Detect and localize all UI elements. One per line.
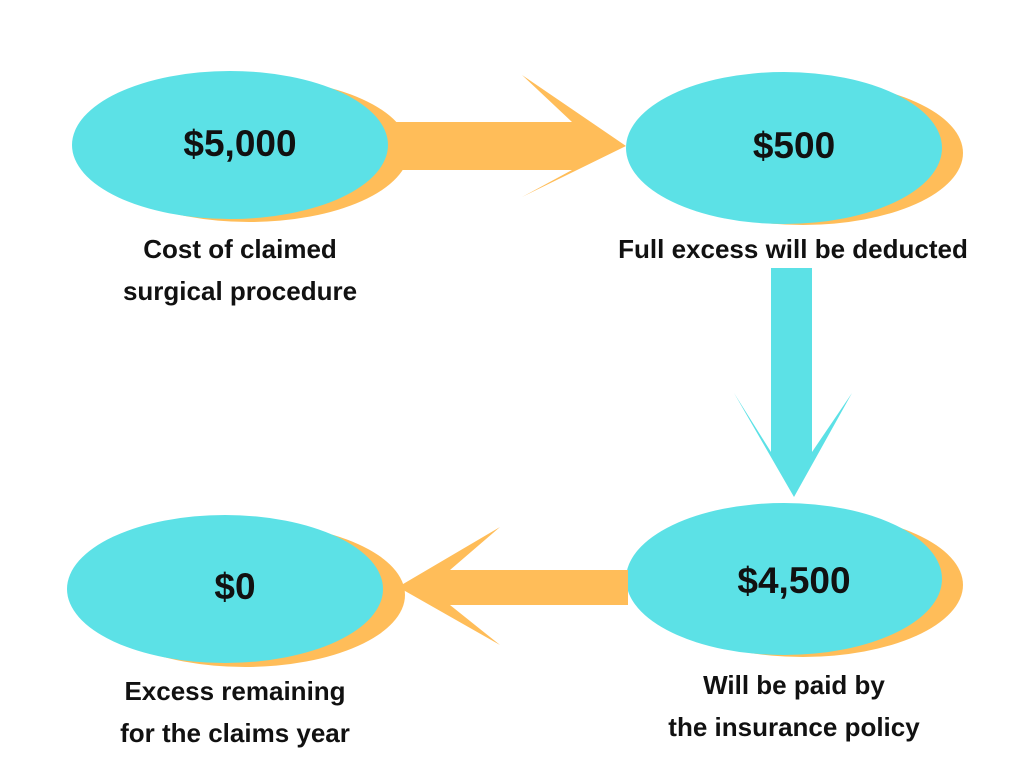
arrow-paid-to-remaining xyxy=(398,527,628,645)
node-remaining-caption-line2: for the claims year xyxy=(120,718,350,748)
node-remaining-caption: Excess remaining for the claims year xyxy=(75,670,395,754)
node-remaining-ellipse xyxy=(67,515,383,663)
node-excess-caption: Full excess will be deducted xyxy=(593,228,993,270)
node-paid-caption-line1: Will be paid by xyxy=(703,670,885,700)
node-remaining-amount: $0 xyxy=(214,566,256,607)
node-cost-amount: $5,000 xyxy=(183,123,297,164)
node-paid-caption: Will be paid by the insurance policy xyxy=(634,664,954,748)
node-cost-caption-line1: Cost of claimed xyxy=(143,234,337,264)
node-excess-amount: $500 xyxy=(752,125,836,166)
node-paid-caption-line2: the insurance policy xyxy=(668,712,920,742)
node-excess-caption-line1: Full excess will be deducted xyxy=(618,234,968,264)
node-paid-ellipse xyxy=(626,503,942,655)
node-excess-ellipse xyxy=(626,72,942,224)
arrow-cost-to-excess xyxy=(392,75,626,197)
node-paid xyxy=(626,503,963,657)
node-cost-caption: Cost of claimed surgical procedure xyxy=(80,228,400,312)
node-remaining xyxy=(67,515,405,667)
node-cost-ellipse xyxy=(72,71,388,219)
node-excess xyxy=(626,72,963,225)
node-paid-amount: $4,500 xyxy=(737,560,851,601)
node-remaining-caption-line1: Excess remaining xyxy=(124,676,346,706)
node-cost-caption-line2: surgical procedure xyxy=(122,276,358,306)
arrow-excess-to-paid xyxy=(734,268,852,497)
node-cost xyxy=(72,71,409,222)
